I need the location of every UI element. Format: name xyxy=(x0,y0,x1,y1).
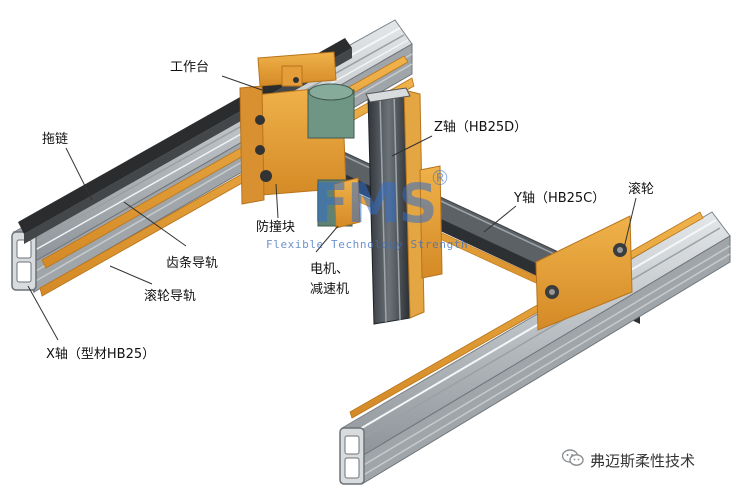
label-bumper: 防撞块 xyxy=(256,220,296,235)
label-y-axis: Y轴（HB25C） xyxy=(514,191,606,206)
z-axis-profile xyxy=(365,87,425,325)
fms-watermark-logo: FMS xyxy=(312,172,438,235)
label-motor-line2: 减速机 xyxy=(310,282,350,297)
front-carriage-plate xyxy=(535,215,633,331)
brand-footer: 弗迈斯柔性技术 xyxy=(561,448,696,472)
label-motor-line1: 电机、 xyxy=(310,262,350,277)
brand-name: 弗迈斯柔性技术 xyxy=(590,451,696,470)
label-roller-rail: 滚轮导轨 xyxy=(144,289,197,304)
watermark-subtitle: Flexible Technology Strength xyxy=(266,238,469,251)
wechat-icon xyxy=(561,449,584,471)
label-roller: 滚轮 xyxy=(628,182,655,197)
leader-lines xyxy=(27,75,637,341)
x-axis-profile-front xyxy=(339,211,731,485)
z-carriage-plate xyxy=(419,165,443,279)
motor-reducer xyxy=(307,83,361,229)
registered-mark: ® xyxy=(430,166,450,190)
label-x-axis: X轴（型材HB25） xyxy=(46,347,156,362)
label-rack-rail: 齿条导轨 xyxy=(166,256,219,271)
label-worktable: 工作台 xyxy=(170,60,210,75)
label-tow-chain: 拖链 xyxy=(42,132,69,147)
label-z-axis: Z轴（HB25D） xyxy=(434,120,528,135)
